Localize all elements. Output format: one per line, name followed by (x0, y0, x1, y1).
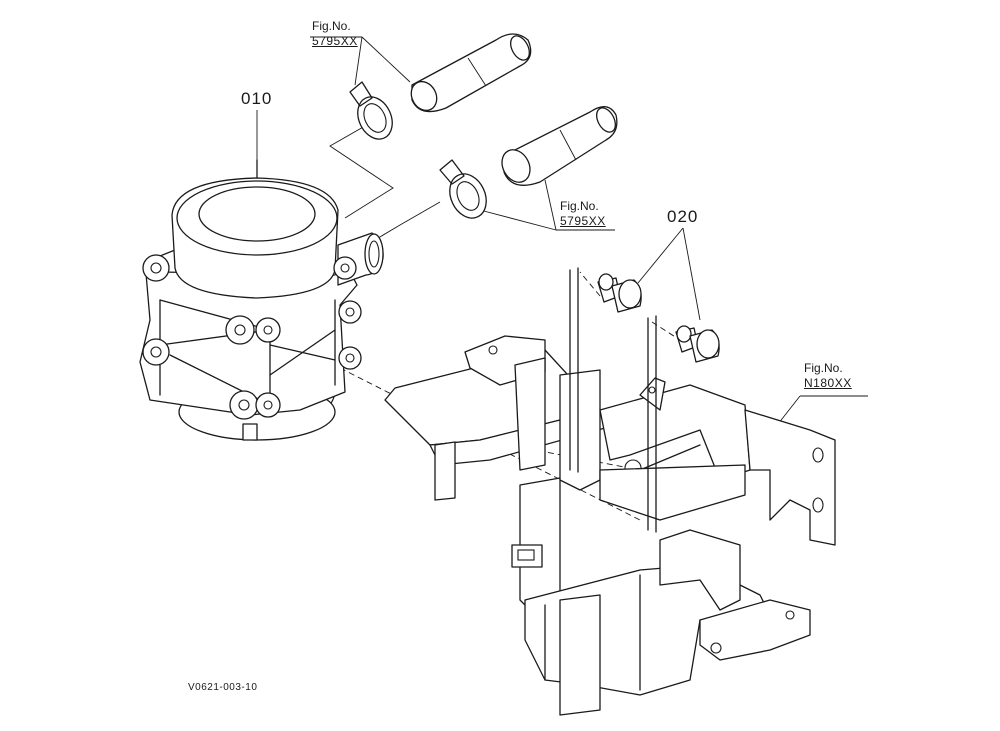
part-number-010: 010 (241, 89, 273, 108)
fig-ref-title: Fig.No. (560, 199, 599, 213)
fig-ref-hose-upper: Fig.No. 5795XX (312, 20, 358, 47)
fig-ref-code: N180XX (804, 376, 852, 390)
hose-clamp-upper (349, 81, 393, 140)
mounting-frame (384, 267, 836, 716)
fig-ref-frame: Fig.No. N180XX (804, 362, 852, 389)
pump-assembly-010 (139, 159, 384, 441)
fig-ref-code: 5795XX (312, 34, 358, 48)
fig-ref-hose-lower: Fig.No. 5795XX (560, 200, 606, 227)
hose-upper (410, 33, 532, 113)
drawing-reference: V0621-003-10 (188, 682, 258, 693)
bolt-020-lower (675, 325, 720, 363)
part-number-020: 020 (667, 207, 699, 226)
bolt-020-upper (597, 273, 642, 313)
fig-ref-code: 5795XX (560, 214, 606, 228)
hose-clamp-lower (439, 159, 487, 219)
hose-lower (501, 106, 618, 186)
fig-ref-title: Fig.No. (804, 361, 843, 375)
fig-ref-title: Fig.No. (312, 19, 351, 33)
